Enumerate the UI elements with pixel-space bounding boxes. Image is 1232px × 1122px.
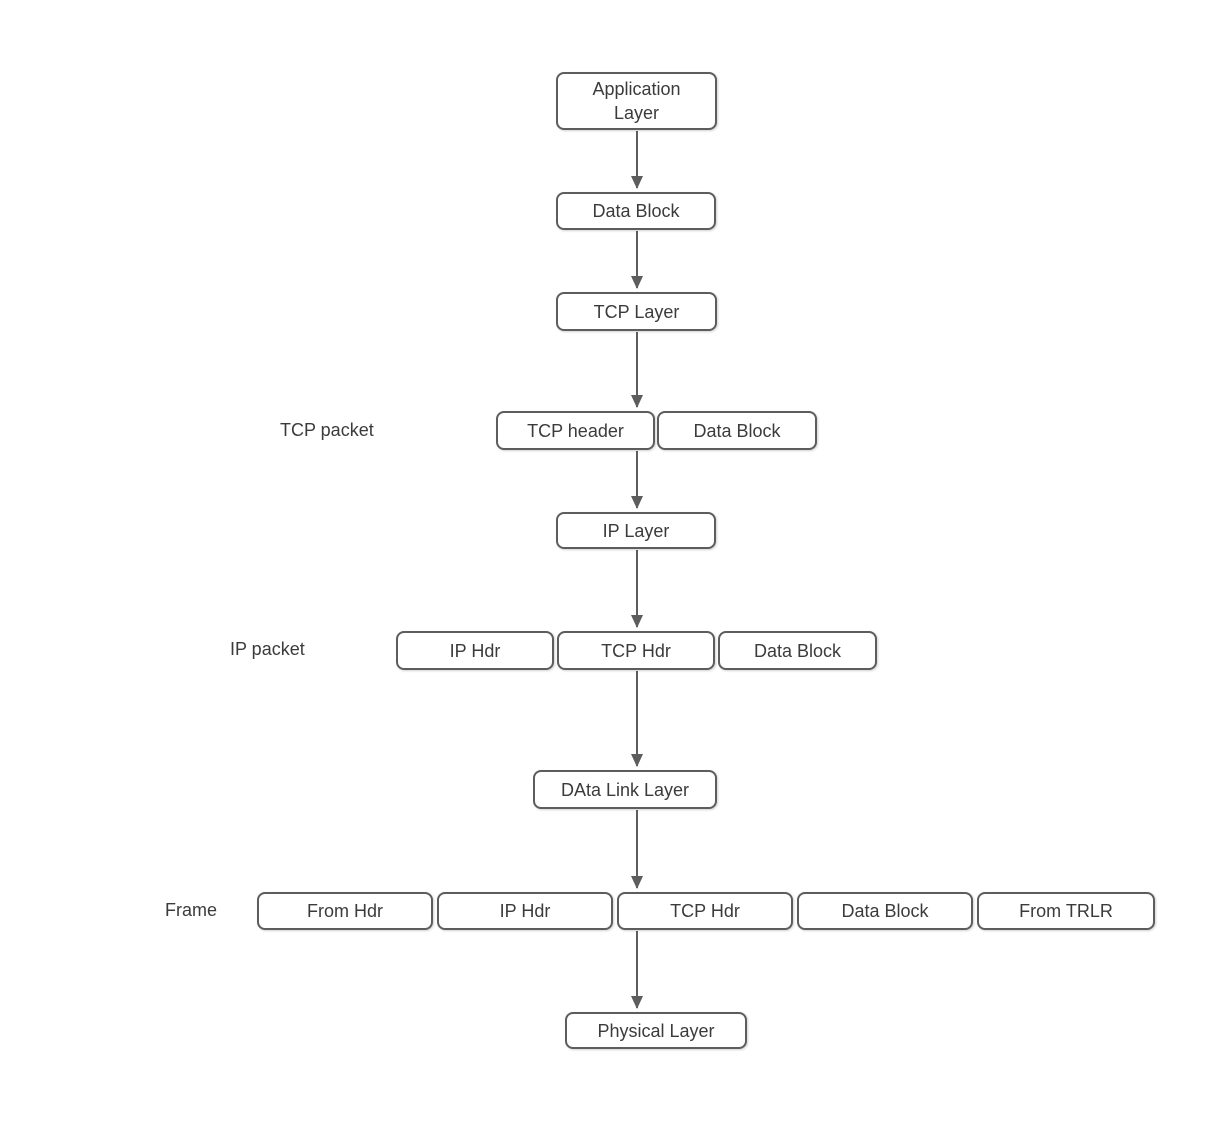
node-tcp-layer: TCP Layer xyxy=(556,292,717,331)
node-frame-from-hdr: From Hdr xyxy=(257,892,433,930)
node-data-link-layer: DAta Link Layer xyxy=(533,770,717,809)
node-frame-ip-hdr: IP Hdr xyxy=(437,892,613,930)
node-frame-tcp-hdr: TCP Hdr xyxy=(617,892,793,930)
node-frame-data-block: Data Block xyxy=(797,892,973,930)
node-physical-layer: Physical Layer xyxy=(565,1012,747,1049)
row-label-frame: Frame xyxy=(165,900,218,920)
node-tcp-header: TCP header xyxy=(496,411,655,450)
node-ip-row-tcp-hdr: TCP Hdr xyxy=(557,631,715,670)
node-application-layer: Application Layer xyxy=(556,72,717,130)
node-data-block-top: Data Block xyxy=(556,192,716,230)
row-label-tcp-packet: TCP packet xyxy=(280,420,374,440)
node-ip-layer: IP Layer xyxy=(556,512,716,549)
row-label-ip-packet: IP packet xyxy=(230,639,305,659)
node-tcp-row-data-block: Data Block xyxy=(657,411,817,450)
node-ip-hdr: IP Hdr xyxy=(396,631,554,670)
node-ip-row-data-block: Data Block xyxy=(718,631,877,670)
node-frame-from-trlr: From TRLR xyxy=(977,892,1155,930)
